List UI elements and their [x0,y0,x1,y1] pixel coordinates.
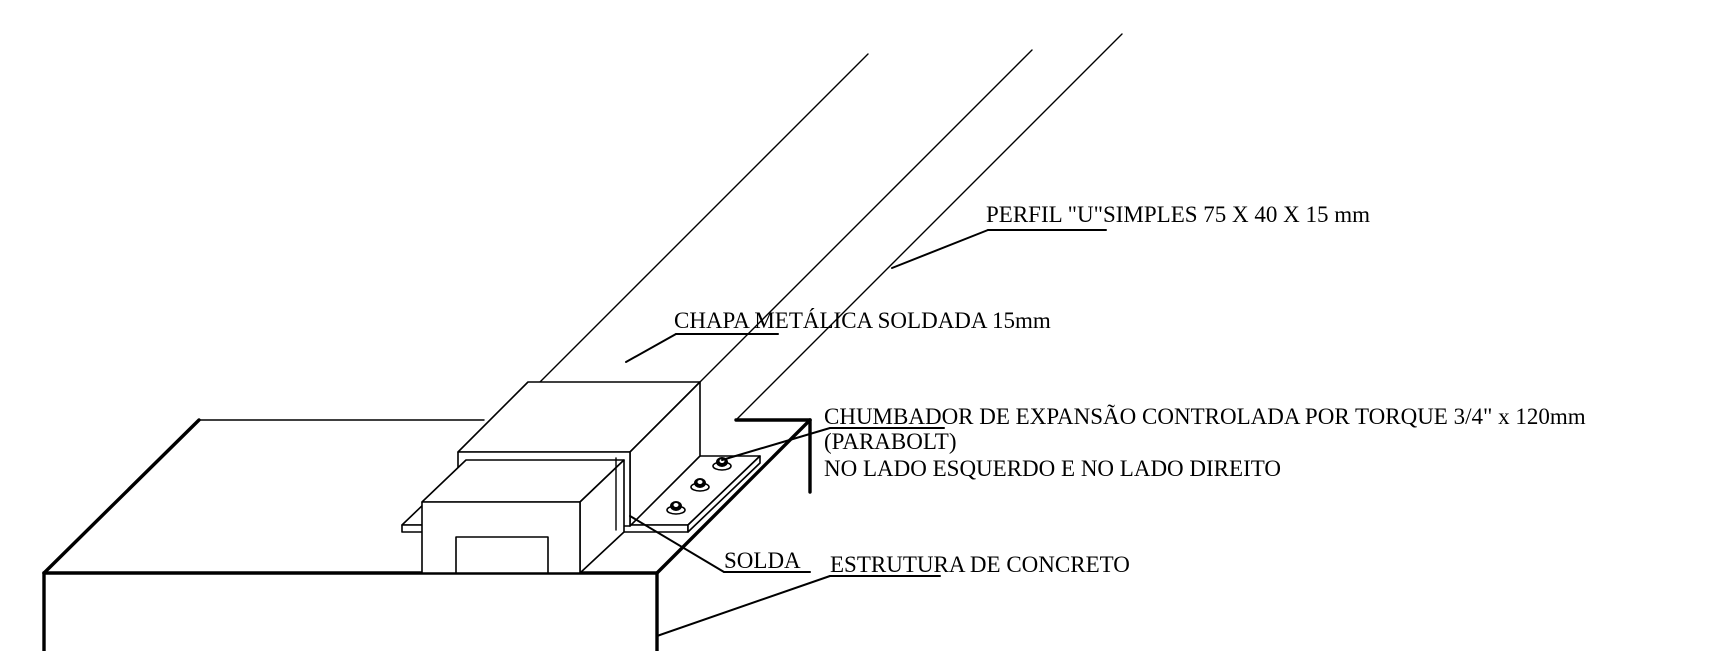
u-profile-lines [539,33,1123,421]
leader-lines [625,229,1107,637]
bolt-icon [666,501,686,515]
bolt-icon-group [666,457,732,515]
label-solda: SOLDA [724,548,801,573]
label-perfil: PERFIL "U"SIMPLES 75 X 40 X 15 mm [986,202,1370,227]
label-chapa: CHAPA METÁLICA SOLDADA 15mm [674,308,1051,333]
label-chumbador-line3: NO LADO ESQUERDO E NO LADO DIREITO [824,456,1281,481]
label-chumbador-line2: (PARABOLT) [824,429,957,454]
bolt-icon [712,457,732,471]
anchor-bracket [734,418,812,494]
label-estrutura: ESTRUTURA DE CONCRETO [830,552,1130,577]
lower-box [421,457,625,574]
label-chumbador-line1: CHUMBADOR DE EXPANSÃO CONTROLADA POR TOR… [824,404,1586,429]
bolt-icon [690,478,710,492]
